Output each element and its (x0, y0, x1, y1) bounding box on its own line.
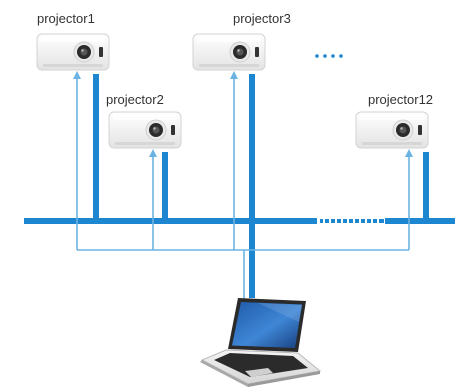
drop-projector1 (93, 74, 99, 222)
signal-arrows (73, 71, 413, 157)
projector-icon (192, 33, 266, 71)
projector-icon (108, 111, 182, 149)
projector-icon (355, 111, 429, 149)
drop-projector3 (249, 74, 255, 222)
arrow-up-icon (73, 71, 81, 79)
projector1-label: projector1 (37, 11, 95, 26)
arrow-up-icon (405, 149, 413, 157)
projector2-label: projector2 (106, 92, 164, 107)
network-bus-right (385, 218, 455, 224)
more-projectors-dots (315, 54, 343, 58)
arrow-up-icon (149, 149, 157, 157)
laptop-icon (200, 298, 322, 387)
network-bus-gap-marks (323, 219, 379, 223)
projector-icon (36, 33, 110, 71)
projector3-label: projector3 (233, 11, 291, 26)
drop-laptop (249, 222, 255, 298)
drop-projector12 (423, 152, 429, 222)
network-bus (24, 218, 317, 224)
signal-lines (76, 78, 410, 300)
arrow-up-icon (230, 71, 238, 79)
network-bus-dashes (320, 219, 384, 223)
projector12-label: projector12 (368, 92, 434, 107)
network-lines (24, 74, 455, 298)
drop-projector2 (162, 152, 168, 222)
